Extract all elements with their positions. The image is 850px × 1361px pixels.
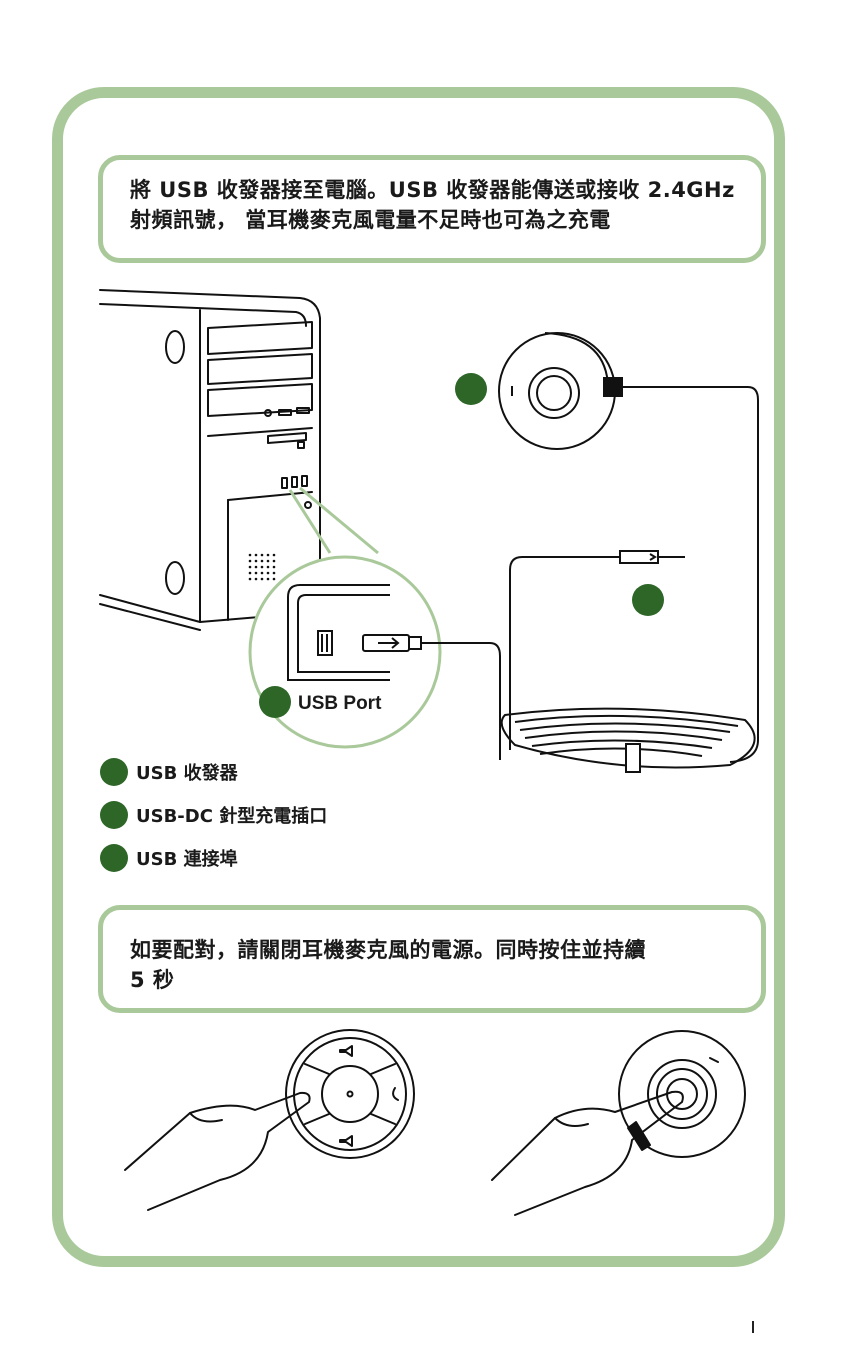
usb-port-label: USB Port <box>298 693 381 715</box>
marker-dot <box>100 758 128 786</box>
marker-dot <box>100 801 128 829</box>
instruction-text-pairing: 如要配對，請關閉耳機麥克風的電源。同時按住並持續 5 秒 <box>130 935 750 995</box>
legend-label: USB 收發器 <box>136 759 238 785</box>
marker-dc-plug <box>632 584 664 616</box>
speaker-grille <box>249 554 276 581</box>
legend-label: USB-DC 針型充電插口 <box>136 802 327 828</box>
usb-port-zoom <box>250 488 500 760</box>
instruction-box-pairing: 如要配對，請關閉耳機麥克風的電源。同時按住並持續 5 秒 <box>98 905 766 1013</box>
usb-transceiver-icon <box>499 333 758 762</box>
instruction-pairing-line-1: 如要配對，請關閉耳機麥克風的電源。同時按住並持續 <box>130 935 750 965</box>
legend-item-usb-port: USB 連接埠 <box>100 843 238 873</box>
marker-usb-port <box>259 686 291 718</box>
marker-dot <box>100 844 128 872</box>
marker-transceiver <box>455 373 487 405</box>
page-marker <box>752 1321 754 1333</box>
legend-item-transceiver: USB 收發器 <box>100 757 238 787</box>
dc-charging-cable-icon <box>502 551 755 772</box>
legend-item-dc-plug: USB-DC 針型充電插口 <box>100 800 327 830</box>
right-hand-press-icon <box>492 1092 683 1215</box>
legend-label: USB 連接埠 <box>136 845 238 871</box>
instruction-pairing-line-2: 5 秒 <box>130 965 750 995</box>
left-hand-press-icon <box>125 1093 310 1210</box>
